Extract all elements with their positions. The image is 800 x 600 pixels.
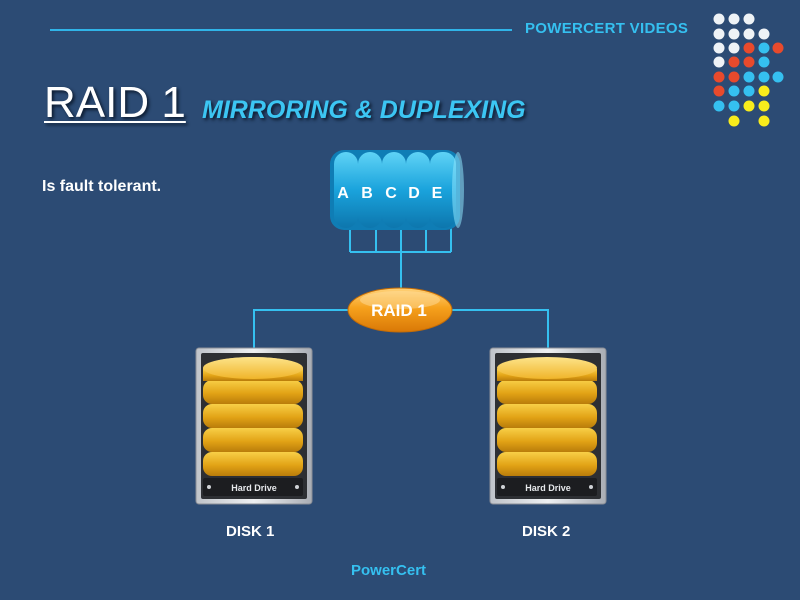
drive-face-label: Hard Drive bbox=[231, 483, 277, 493]
striped-data-array bbox=[330, 150, 464, 230]
disk-1-label: DISK 1 bbox=[226, 523, 274, 540]
hard-drive-icon bbox=[196, 348, 312, 504]
drive-face-label: Hard Drive bbox=[525, 483, 571, 493]
hard-drive-icon bbox=[490, 348, 606, 504]
footer-brand: PowerCert bbox=[351, 562, 426, 579]
stripe-label: B bbox=[361, 185, 373, 202]
raid-controller-label: RAID 1 bbox=[371, 301, 427, 320]
stripe-label: C bbox=[385, 185, 397, 202]
stripe-label: D bbox=[408, 185, 420, 202]
stripe-label: A bbox=[337, 185, 349, 202]
disk-2-label: DISK 2 bbox=[522, 523, 570, 540]
stripe-label: E bbox=[432, 185, 443, 202]
